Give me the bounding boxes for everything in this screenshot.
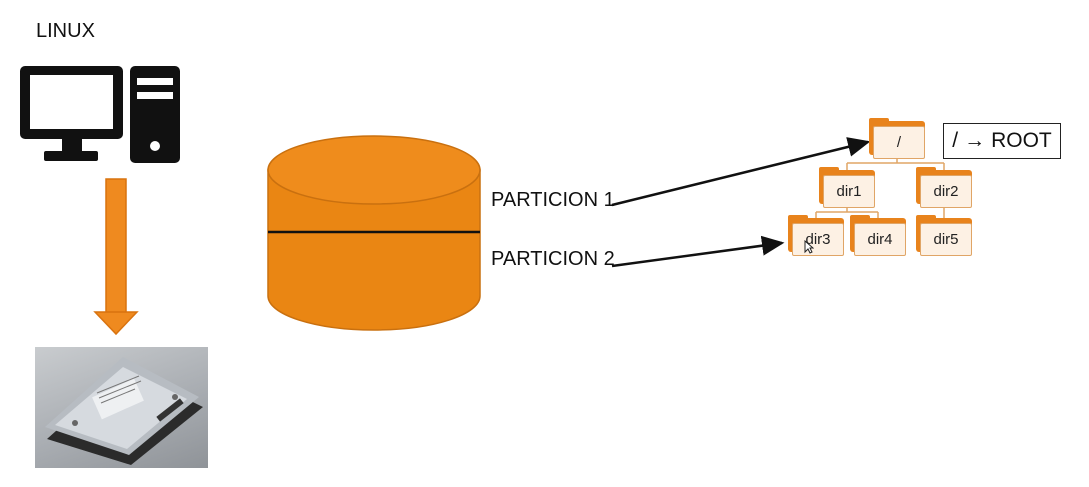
folder-root-label: / <box>873 126 925 159</box>
page-title: LINUX <box>36 20 95 42</box>
folder-dir1-label: dir1 <box>823 175 875 208</box>
folder-dir5-label: dir5 <box>920 223 972 256</box>
partition-1-arrow <box>611 137 871 207</box>
folder-dir2: dir2 <box>916 167 972 208</box>
folder-dir5: dir5 <box>916 215 972 256</box>
root-definition-box: /→ROOT <box>943 123 1061 159</box>
partition-2-arrow <box>611 235 785 268</box>
folder-root: / <box>869 118 925 159</box>
hard-drive-photo <box>35 347 208 468</box>
down-arrow-icon <box>93 178 139 336</box>
mouse-cursor-icon <box>804 240 814 254</box>
folder-dir3: dir3 <box>788 215 844 256</box>
folder-dir4: dir4 <box>850 215 906 256</box>
right-arrow-icon: → <box>964 129 986 152</box>
folder-dir1: dir1 <box>819 167 875 208</box>
computer-icon <box>20 66 180 163</box>
root-slash: / <box>952 129 959 152</box>
partition-2-label: PARTICION 2 <box>491 248 615 270</box>
partition-1-label: PARTICION 1 <box>491 189 615 211</box>
root-word: ROOT <box>991 129 1052 152</box>
folder-dir3-label: dir3 <box>792 223 844 256</box>
folder-dir2-label: dir2 <box>920 175 972 208</box>
folder-dir4-label: dir4 <box>854 223 906 256</box>
disk-cylinder <box>267 135 481 331</box>
